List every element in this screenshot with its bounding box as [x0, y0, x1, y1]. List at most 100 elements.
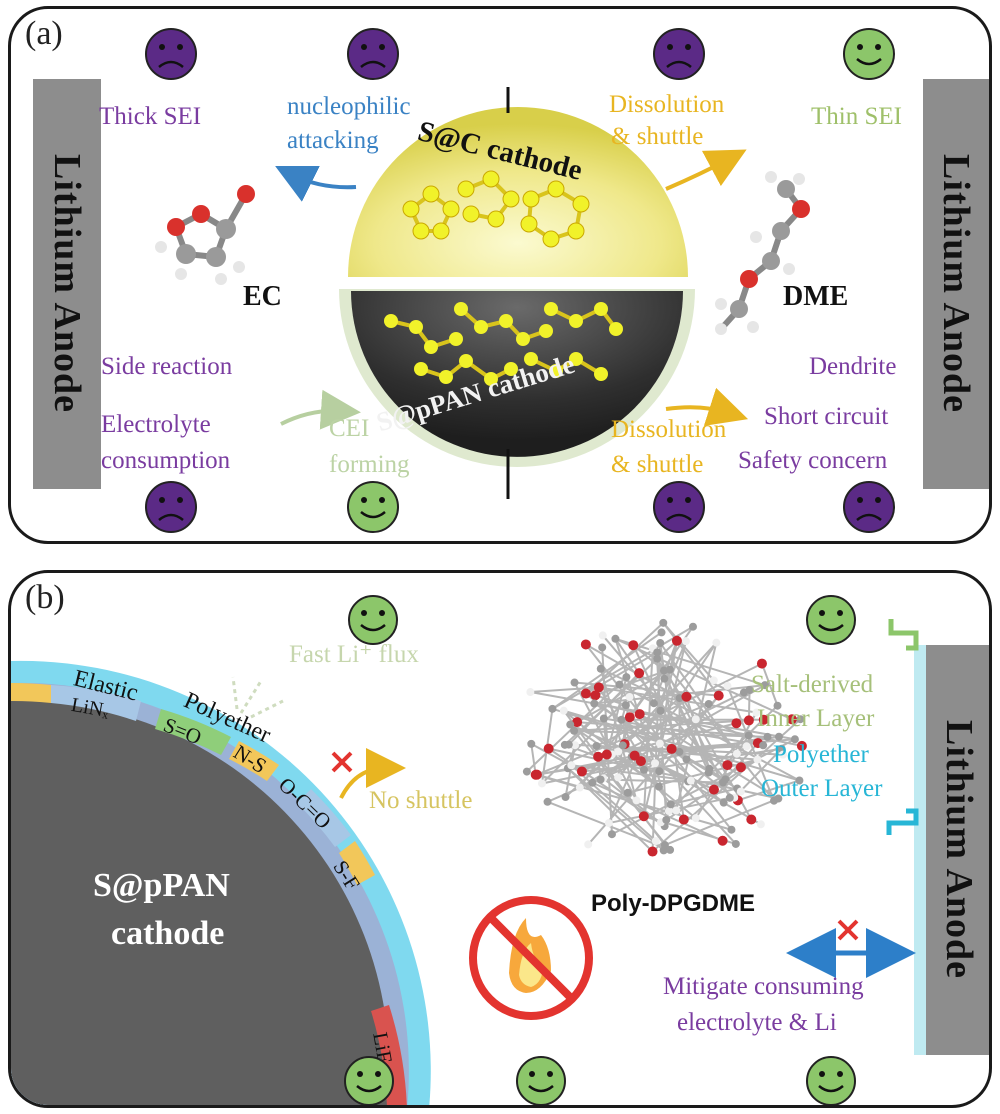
atom [756, 820, 765, 829]
atom [709, 676, 718, 685]
atom [743, 715, 754, 726]
atom [675, 747, 684, 756]
outer-layer-label-1: Polyether [773, 741, 869, 768]
atom [651, 836, 660, 845]
bond [761, 663, 779, 707]
atom [592, 741, 601, 750]
cathode-label-2: cathode [111, 915, 225, 952]
sad-face-icon [653, 481, 705, 533]
atom [656, 706, 665, 715]
panel-b: (b) [8, 570, 992, 1108]
atom [795, 776, 804, 785]
atom [572, 717, 583, 728]
sad-face-icon [347, 28, 399, 80]
lithium-anode-right: Lithium Anode [923, 79, 989, 489]
atom [744, 731, 753, 740]
cei-label-2: forming [329, 451, 410, 478]
atom [653, 648, 662, 657]
atom [601, 749, 612, 760]
anode-right-label: Lithium Anode [935, 154, 977, 414]
atom [622, 673, 631, 682]
dissolution-top-label-2: & shuttle [611, 123, 704, 150]
happy-face-icon [516, 1056, 566, 1105]
atom [647, 846, 658, 857]
atom [796, 740, 807, 751]
bond [670, 787, 738, 806]
atom [543, 743, 554, 754]
mitigate-label-2: electrolyte & Li [677, 1009, 837, 1036]
atom [688, 622, 697, 631]
atom [567, 761, 576, 770]
atom [639, 765, 648, 774]
dme-label: DME [783, 281, 849, 312]
bond [664, 797, 779, 846]
atom [614, 747, 623, 756]
atom [672, 806, 681, 815]
panel-a-label: (a) [25, 15, 63, 52]
atom [537, 779, 546, 788]
dme-molecule [715, 171, 810, 335]
atom [659, 846, 668, 855]
atom [659, 666, 668, 675]
atom [774, 732, 783, 741]
atom [660, 674, 669, 683]
bond [551, 625, 694, 710]
atom [590, 699, 599, 708]
atom [760, 681, 769, 690]
atom [570, 726, 579, 735]
panel-a: (a) Lithium Anode Lithium Anode [8, 6, 992, 544]
nucleophilic-arrow [275, 166, 357, 202]
atom [773, 701, 782, 710]
happy-face-icon [806, 1056, 856, 1105]
atom [656, 638, 665, 647]
poly-dpgdme-atoms [522, 618, 807, 857]
atom [634, 709, 645, 720]
atom [624, 712, 635, 723]
atom [615, 680, 624, 689]
safety-concern-label: Safety concern [738, 447, 888, 474]
no-fire-icon [469, 896, 593, 1020]
sad-face-icon [843, 481, 895, 533]
atom [691, 814, 700, 823]
bond [614, 638, 670, 812]
salt-derived-label-1: Salt-derived [751, 671, 874, 698]
atom [665, 665, 674, 674]
panel-b-label: (b) [25, 579, 65, 616]
mitigate-label-1: Mitigate consuming [663, 973, 864, 1000]
bond [592, 781, 724, 842]
atom [664, 807, 673, 816]
outer-layer-label-2: Outer Layer [761, 775, 883, 802]
bond [627, 758, 758, 794]
atom [527, 739, 536, 748]
bond [530, 743, 537, 775]
atom [625, 692, 634, 701]
atom [779, 750, 788, 759]
atom [712, 638, 721, 647]
bond [570, 764, 657, 842]
happy-face-icon [806, 595, 856, 645]
spapan-cathode-dome [351, 291, 683, 457]
atom [655, 739, 664, 748]
atom [786, 714, 797, 725]
atom [713, 690, 724, 701]
atom [790, 735, 799, 744]
atom [654, 782, 663, 791]
atom [599, 714, 608, 723]
atom [621, 701, 630, 710]
atom [526, 688, 535, 697]
bond [530, 691, 796, 741]
cei-label-1: CEI [329, 415, 370, 442]
atom [742, 742, 751, 751]
atom [723, 681, 732, 690]
bond [595, 694, 627, 707]
atom [686, 776, 695, 785]
cei-arrow [280, 389, 361, 430]
ec-molecule [155, 185, 255, 285]
anode-left-label: Lithium Anode [46, 154, 88, 414]
bond [593, 702, 738, 790]
atom [611, 634, 620, 643]
lithium-anode-b: Lithium Anode [926, 645, 989, 1055]
atom [634, 668, 645, 679]
dissolution-top-arrow [665, 149, 747, 191]
atom [618, 741, 627, 750]
